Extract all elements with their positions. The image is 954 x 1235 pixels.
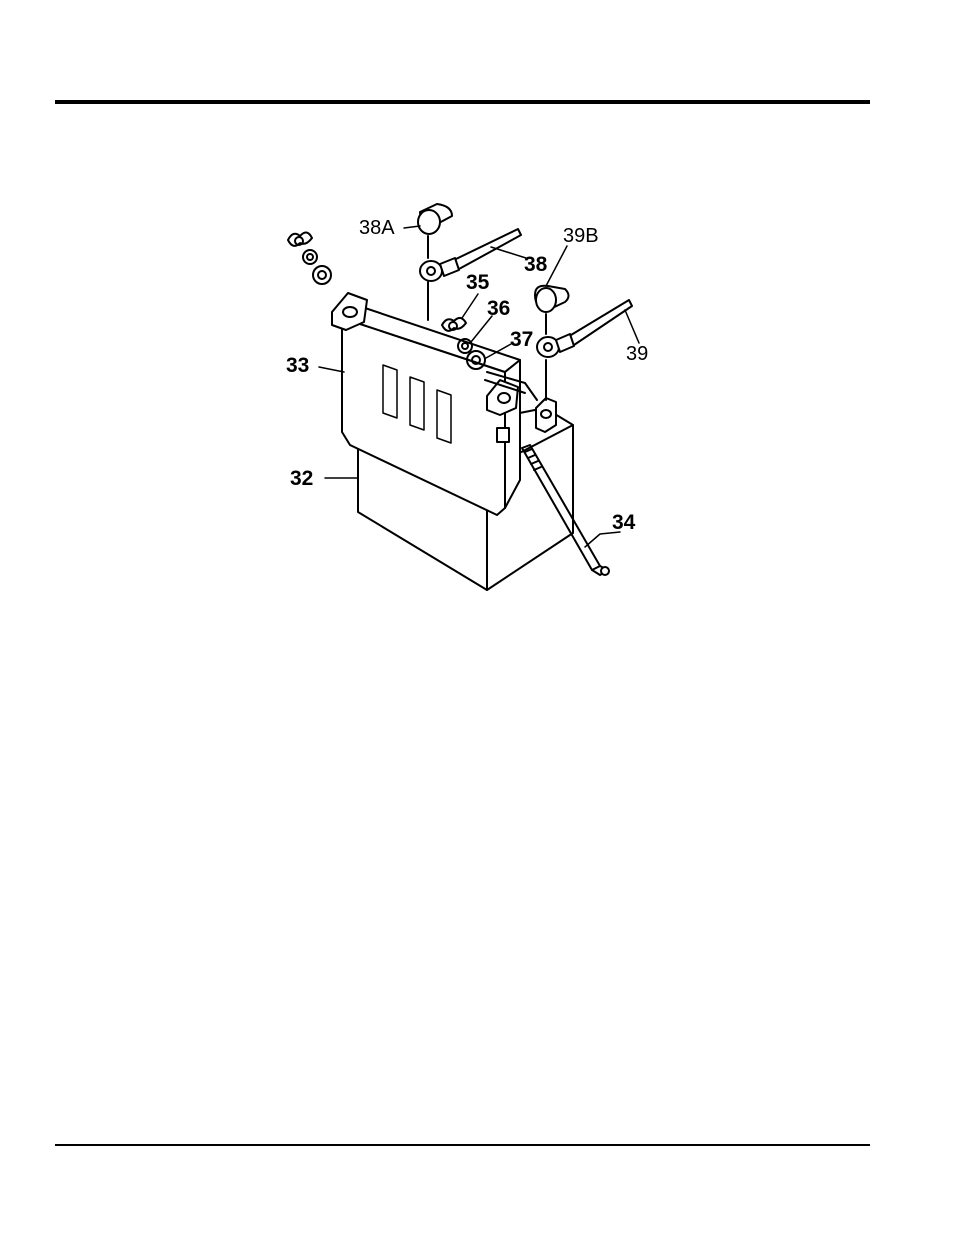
callout-35: 35 xyxy=(466,271,490,294)
callout-33: 33 xyxy=(286,354,309,377)
callout-36: 36 xyxy=(487,297,510,320)
callout-39: 39 xyxy=(626,343,648,365)
callout-38: 38 xyxy=(524,253,548,276)
callout-39b: 39B xyxy=(563,225,599,247)
callout-34: 34 xyxy=(612,511,636,534)
callout-38a: 38A xyxy=(359,217,395,239)
callout-37: 37 xyxy=(510,328,533,351)
left-hardware-stack xyxy=(288,232,331,284)
cable-39 xyxy=(535,286,632,400)
callout-32: 32 xyxy=(290,467,313,490)
